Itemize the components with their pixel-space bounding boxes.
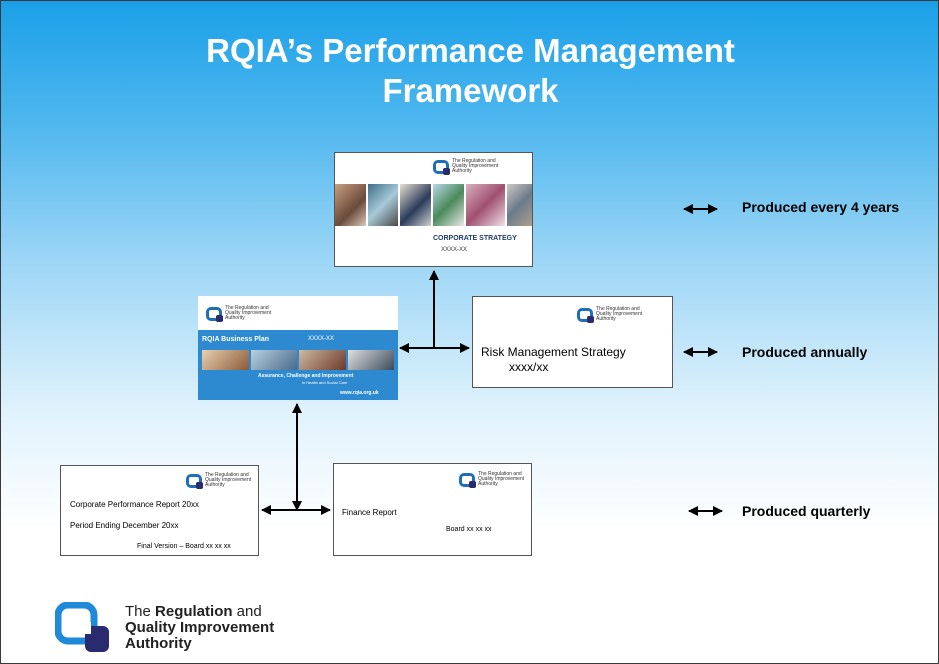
photo	[400, 184, 431, 226]
photo	[367, 184, 399, 226]
rqia-mini-logo: The Regulation and Quality Improvement A…	[577, 306, 646, 323]
photo-strip	[335, 184, 533, 226]
risk-strategy-line-2: xxxx/xx	[509, 360, 549, 374]
logo-text: The Regulation and Quality Improvement A…	[205, 472, 252, 488]
risk-strategy-card: The Regulation and Quality Improvement A…	[472, 296, 673, 388]
rqia-logo-icon	[55, 602, 109, 652]
logo-text: The Regulation and Quality Improvement A…	[452, 158, 499, 174]
rqia-logo-icon	[433, 159, 450, 175]
label-annually: Produced annually	[742, 344, 868, 360]
title-line-1: RQIA’s Performance Management	[206, 32, 735, 69]
corporate-report-line-3: Final Version – Board xx xx xx	[137, 543, 231, 550]
logo-text: The Regulation and Quality Improvement A…	[596, 306, 643, 322]
rqia-logo-icon	[186, 473, 203, 489]
corporate-strategy-heading: CORPORATE STRATEGY	[433, 235, 517, 242]
business-plan-tagline: Assurance, Challenge and Improvement	[258, 373, 354, 379]
corporate-report-line-2: Period Ending December 20xx	[70, 521, 179, 530]
photo	[299, 350, 346, 370]
photo	[250, 350, 297, 370]
business-plan-card: The Regulation and Quality Improvement A…	[198, 296, 398, 400]
photo	[202, 350, 249, 370]
footer-logo-text: The Regulation and Quality Improvement A…	[125, 604, 274, 652]
photo	[465, 184, 506, 226]
corporate-strategy-card: The Regulation and Quality Improvement A…	[334, 152, 533, 267]
rqia-mini-logo: The Regulation and Quality Improvement A…	[206, 305, 275, 322]
rqia-mini-logo: The Regulation and Quality Improvement A…	[186, 472, 255, 489]
rqia-mini-logo: The Regulation and Quality Improvement A…	[459, 471, 528, 488]
business-plan-photos	[202, 350, 394, 370]
label-quarterly: Produced quarterly	[742, 503, 871, 519]
photo	[507, 184, 533, 226]
page-title: RQIA’s Performance Management Framework	[1, 31, 938, 111]
footer-logo-line-1: The Regulation and	[125, 603, 262, 620]
business-plan-header	[198, 296, 398, 330]
legend-arrows	[683, 204, 723, 516]
corporate-report-line-1: Corporate Performance Report 20xx	[70, 500, 199, 509]
logo-text: The Regulation and Quality Improvement A…	[225, 305, 272, 321]
footer-logo-line-3: Authority	[125, 635, 192, 652]
finance-report-line-2: Board xx xx xx	[446, 526, 492, 533]
finance-report-line-1: Finance Report	[342, 508, 397, 517]
plan-to-reports-connector	[261, 403, 331, 515]
corporate-report-card: The Regulation and Quality Improvement A…	[60, 465, 259, 556]
footer-logo-line-2: Quality Improvement	[125, 619, 275, 636]
corporate-strategy-years: XXXX-XX	[441, 247, 468, 253]
finance-report-card: The Regulation and Quality Improvement A…	[333, 463, 532, 556]
strategy-to-plan-connector	[399, 270, 470, 353]
risk-strategy-line-1: Risk Management Strategy	[481, 345, 626, 359]
logo-text: The Regulation and Quality Improvement A…	[478, 471, 525, 487]
rqia-mini-logo: The Regulation and Quality Improvement A…	[433, 158, 502, 175]
business-plan-heading: RQIA Business Plan	[202, 336, 270, 343]
photo	[335, 184, 366, 226]
photo	[347, 350, 394, 370]
business-plan-years: XXXX-XX	[308, 336, 335, 342]
rqia-logo-icon	[459, 472, 476, 488]
rqia-logo-icon	[206, 306, 223, 322]
title-line-2: Framework	[382, 72, 559, 109]
business-plan-tagline-2: in Health and Social Care	[302, 380, 348, 385]
business-plan-url: www.rqia.org.uk	[340, 390, 379, 396]
rqia-logo-icon	[577, 307, 594, 323]
label-every-4-years: Produced every 4 years	[742, 199, 900, 215]
footer-logo: The Regulation and Quality Improvement A…	[55, 602, 274, 654]
photo	[432, 184, 464, 226]
